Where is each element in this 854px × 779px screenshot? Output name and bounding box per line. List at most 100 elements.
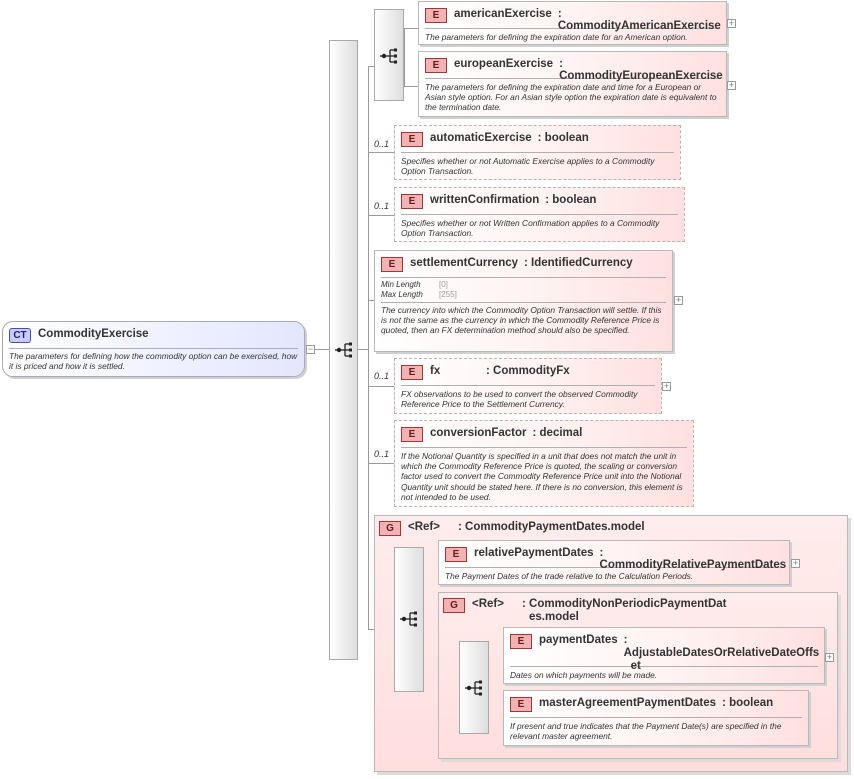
element-doc: Specifies whether or not Automatic Exerc… [401,156,655,177]
element-doc: Dates on which payments will be made. [510,670,658,680]
element-type: : boolean [537,132,589,144]
element-doc: The parameters for defining the expirati… [425,32,688,42]
facet-label: Max Length [381,290,423,299]
element-name: automaticExercise [430,132,532,144]
element-written-confirmation[interactable]: E writtenConfirmation : boolean Specifie… [394,187,685,242]
element-master-agreement-payment-dates[interactable]: E masterAgreementPaymentDates : boolean … [503,690,809,746]
element-type: : CommodityAmericanExercise [557,8,721,32]
element-name: europeanExercise [454,58,554,70]
facet-label: Min Length [381,280,421,289]
element-type: : CommodityFx [486,365,570,377]
facet-min-length: Min Length [0] [381,280,448,289]
element-badge: E [401,194,423,209]
element-badge: E [510,634,532,649]
element-name: masterAgreementPaymentDates [539,697,717,709]
element-doc: If present and true indicates that the P… [510,721,782,742]
sequence-compositor-icon [400,611,417,627]
element-doc: The Payment Dates of the trade relative … [445,571,694,581]
complex-type-doc: The parameters for defining how the comm… [9,351,298,372]
element-fx[interactable]: E fx : CommodityFx FX observations to be… [394,358,662,414]
element-type: : CommodityEuropeanExercise [559,58,723,82]
element-payment-dates[interactable]: E paymentDates : AdjustableDatesOrRelati… [503,627,825,684]
connector [368,386,394,387]
element-name: conversionFactor [430,427,527,439]
complex-type-name: CommodityExercise [38,328,149,340]
group-name: <Ref> [408,521,440,533]
complex-type-commodity-exercise[interactable]: CT CommodityExercise The parameters for … [2,321,305,377]
element-badge: E [381,257,403,272]
connector [368,152,394,153]
element-type: : decimal [532,427,583,439]
connector [404,86,418,87]
plus-expand-icon[interactable]: + [674,295,683,305]
sequence-compositor-icon [465,680,482,696]
group-type-line: : CommodityNonPeriodicPaymentDat [522,598,727,610]
connector [368,66,374,67]
divider [381,302,666,303]
element-doc: The parameters for defining the expirati… [425,82,717,113]
element-badge: E [401,132,423,147]
facet-value: [255] [439,290,457,299]
element-type: : IdentifiedCurrency [524,257,633,269]
plus-expand-icon[interactable]: + [727,80,736,90]
element-badge: E [401,365,423,380]
element-type: : CommodityRelativePaymentDates [599,547,787,571]
element-name: writtenConfirmation [430,194,540,206]
plus-expand-icon[interactable]: + [825,652,834,662]
collapse-icon[interactable]: − [306,344,315,354]
connector [368,629,374,630]
group-header: G <Ref> : CommodityPaymentDates.model [379,521,645,536]
occurrence-label: 0..1 [374,139,390,149]
element-name: paymentDates [539,634,618,646]
connector [404,28,418,29]
connector [315,349,329,350]
element-badge: E [445,547,467,562]
main-sequence[interactable] [329,40,358,660]
group-name: <Ref> [472,598,504,610]
element-relative-payment-dates[interactable]: E relativePaymentDates : CommodityRelati… [438,540,790,585]
element-automatic-exercise[interactable]: E automaticExercise : boolean Specifies … [394,125,681,180]
occurrence-label: 0..1 [374,371,390,381]
element-name: settlementCurrency [410,257,519,269]
element-type: : boolean [545,194,597,206]
plus-expand-icon[interactable]: + [791,558,800,568]
plus-expand-icon[interactable]: + [727,18,736,28]
sequence-compositor-icon [335,342,352,358]
element-settlement-currency[interactable]: E settlementCurrency : IdentifiedCurrenc… [374,250,673,352]
connector [368,66,369,629]
non-periodic-sequence[interactable] [459,641,489,734]
occurrence-label: 0..1 [374,201,390,211]
plus-expand-icon[interactable]: + [662,381,671,391]
element-american-exercise[interactable]: E americanExercise : CommodityAmericanEx… [418,1,727,45]
element-european-exercise[interactable]: E europeanExercise : CommodityEuropeanEx… [418,51,727,117]
connector [368,300,374,301]
element-type: : AdjustableDatesOrRelativeDateOffs et [624,634,820,673]
exercise-sequence[interactable] [374,9,404,101]
payment-dates-sequence[interactable] [394,547,424,692]
facet-max-length: Max Length [255] [381,290,457,299]
element-doc: FX observations to be used to convert th… [401,389,638,410]
element-badge: E [425,58,447,73]
element-name: americanExercise [454,8,552,20]
group-badge: G [379,521,401,536]
element-type: : boolean [722,697,774,709]
connector [358,349,368,350]
element-type-line: : AdjustableDatesOrRelativeDateOffs [623,634,820,659]
element-conversion-factor[interactable]: E conversionFactor : decimal If the Noti… [394,420,694,507]
group-header: G <Ref> : CommodityNonPeriodicPaymentDat… [443,598,726,624]
element-name: relativePaymentDates [474,547,594,559]
element-badge: E [425,8,447,23]
element-type-line: et [630,660,641,672]
element-doc: Specifies whether or not Written Confirm… [401,218,660,239]
sequence-compositor-icon [380,48,397,64]
element-doc: The currency into which the Commodity Op… [381,305,662,336]
element-badge: E [401,427,423,442]
complex-type-badge: CT [9,328,31,343]
occurrence-label: 0..1 [374,449,390,459]
group-type: : CommodityNonPeriodicPaymentDat es.mode… [522,598,726,624]
element-badge: E [510,697,532,712]
element-name: fx [430,365,441,377]
facet-value: [0] [439,280,448,289]
element-doc: If the Notional Quantity is specified in… [401,451,683,502]
connector [404,28,405,86]
